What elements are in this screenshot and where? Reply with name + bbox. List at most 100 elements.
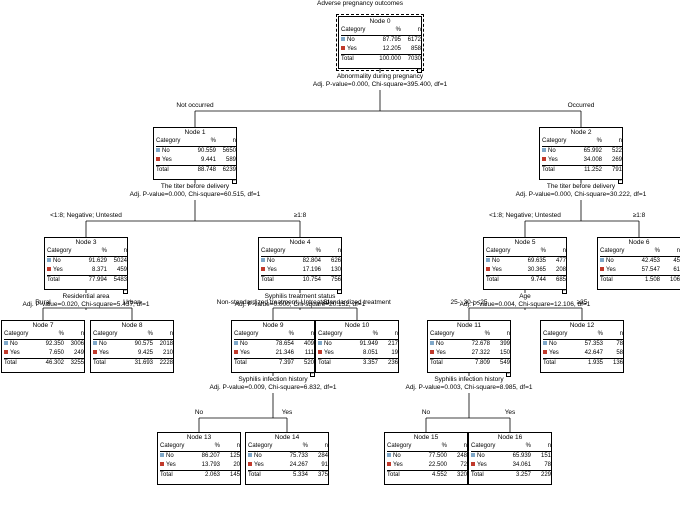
total-percent: 11.252 xyxy=(584,167,602,173)
yes-count: 111 xyxy=(294,349,314,359)
count-header: n xyxy=(107,247,127,257)
split-statistics-label: Adj. P-value=0.009, Chi-square=6.832, df… xyxy=(209,384,337,391)
no-color-swatch-icon xyxy=(543,341,547,346)
split-variable-label: Syphilis infection history xyxy=(434,376,504,383)
no-count: 45 xyxy=(673,258,680,264)
total-percent: 3.257 xyxy=(515,472,531,478)
category-no-cell: No xyxy=(318,340,352,350)
no-count: 248 xyxy=(456,453,467,459)
split-statistics-label: Adj. P-value=0.000, Chi-square=60.515, d… xyxy=(129,191,261,198)
no-count: 409 xyxy=(303,341,314,347)
no-percent: 65.992 xyxy=(583,148,602,154)
collapse-toggle-icon[interactable]: − xyxy=(123,288,128,294)
total-count: 756 xyxy=(330,277,341,283)
percent-header: % xyxy=(576,137,602,147)
collapse-toggle-icon[interactable]: − xyxy=(232,178,237,184)
total-count: 791 xyxy=(611,167,622,173)
category-yes-cell: Yes xyxy=(47,266,81,276)
yes-percent: 8.371 xyxy=(81,266,107,276)
no-count: 477 xyxy=(555,258,566,264)
category-header: Category xyxy=(387,442,421,452)
category-no-cell: No xyxy=(341,36,375,46)
collapse-toggle-icon[interactable]: − xyxy=(562,288,567,294)
category-header: Category xyxy=(341,26,375,36)
category-yes-cell: Yes xyxy=(471,461,505,471)
category-header: Category xyxy=(4,330,38,340)
category-yes-label: Yes xyxy=(477,462,487,468)
no-percent: 91.949 xyxy=(359,341,378,347)
no-color-swatch-icon xyxy=(93,341,97,346)
yes-percent: 42.647 xyxy=(577,349,603,359)
collapse-toggle-icon[interactable]: − xyxy=(417,67,422,73)
node-title: Node 13 xyxy=(186,434,212,441)
category-yes-label: Yes xyxy=(162,157,172,163)
count-header: n xyxy=(294,330,314,340)
tree-title: Adverse pregnancy outcomes xyxy=(317,0,403,7)
count-header: n xyxy=(216,137,236,147)
percent-header: % xyxy=(194,442,220,452)
node-title: Node 14 xyxy=(274,434,300,441)
yes-count: 91 xyxy=(308,461,328,471)
no-color-swatch-icon xyxy=(4,341,8,346)
split-variable-label: Abnormality during pregnancy xyxy=(336,73,424,80)
node-title: Node 0 xyxy=(369,18,391,25)
category-no-cell: No xyxy=(542,147,576,157)
total-count: 5483 xyxy=(113,277,127,283)
yes-percent: 30.365 xyxy=(520,266,546,276)
yes-count: 249 xyxy=(64,349,84,359)
total-label: Total xyxy=(160,472,173,478)
yes-count: 459 xyxy=(107,266,127,276)
branch-label: Yes xyxy=(504,409,516,416)
branch-label: ≥1:8 xyxy=(293,212,307,219)
yes-count: 269 xyxy=(602,156,622,166)
total-percent: 3.357 xyxy=(362,360,378,366)
yes-color-swatch-icon xyxy=(600,267,604,272)
no-percent: 65.939 xyxy=(512,453,531,459)
no-percent: 90.559 xyxy=(197,148,216,154)
branch-label: Standardized treatment xyxy=(323,299,391,306)
category-no-cell: No xyxy=(248,452,282,462)
no-color-swatch-icon xyxy=(341,37,345,42)
yes-percent: 9.441 xyxy=(190,156,216,166)
collapse-toggle-icon[interactable]: − xyxy=(310,371,315,377)
category-yes-label: Yes xyxy=(166,462,176,468)
category-yes-label: Yes xyxy=(549,350,559,356)
yes-color-swatch-icon xyxy=(542,157,546,162)
category-no-cell: No xyxy=(234,340,268,350)
collapse-toggle-icon[interactable]: − xyxy=(506,371,511,377)
category-no-label: No xyxy=(254,453,262,459)
split-statistics-label: Adj. P-value=0.020, Chi-square=5.437, df… xyxy=(22,301,150,308)
category-no-cell: No xyxy=(430,340,464,350)
percent-header: % xyxy=(282,442,308,452)
percent-header: % xyxy=(464,330,490,340)
collapse-toggle-icon[interactable]: − xyxy=(618,178,623,184)
total-count: 236 xyxy=(387,360,398,366)
collapse-toggle-icon[interactable]: − xyxy=(337,288,342,294)
yes-count: 20 xyxy=(220,461,240,471)
category-header: Category xyxy=(248,442,282,452)
branch-label: ≥35 xyxy=(576,299,588,306)
no-percent: 82.804 xyxy=(302,258,321,264)
